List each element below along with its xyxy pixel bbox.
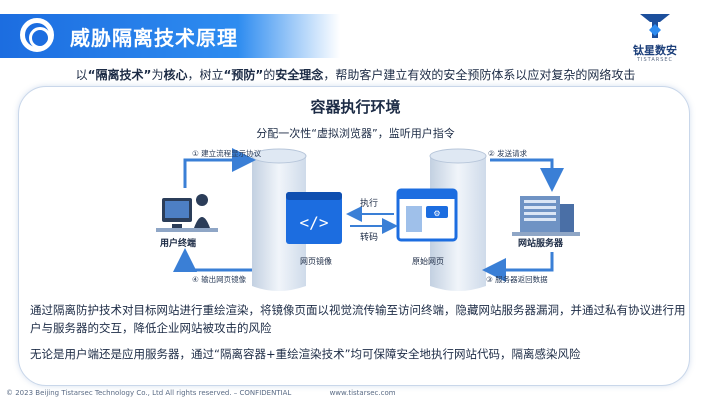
- user-terminal-label: 用户终端: [159, 237, 196, 249]
- user-terminal-icon: [156, 194, 218, 232]
- page-mirror-window: </>: [286, 192, 342, 244]
- page-title: 威胁隔离技术原理: [70, 26, 238, 50]
- ring-logo-icon: [20, 18, 54, 52]
- web-server-icon: [512, 196, 580, 236]
- tistarsec-logo-icon: [640, 14, 670, 38]
- isolation-container-right: [429, 148, 487, 291]
- gear-icon: ⚙: [433, 209, 440, 218]
- page-mirror-label: 网页镜像: [300, 256, 332, 266]
- intro-statement: 以“隔离技术”为核心，树立“预防”的安全理念，帮助客户建立有效的安全预防体系以应…: [75, 68, 636, 82]
- transcode-label: 转码: [360, 231, 378, 243]
- panel-subtitle: 分配一次性“虚拟浏览器”，监听用户指令: [256, 127, 455, 140]
- footer-copyright: © 2023 Beijing Tistarsec Technology Co.,…: [6, 389, 292, 397]
- execute-label: 执行: [360, 197, 378, 209]
- footer: © 2023 Beijing Tistarsec Technology Co.,…: [6, 389, 432, 397]
- panel-title: 容器执行环境: [310, 98, 401, 116]
- code-icon: </>: [300, 213, 329, 232]
- brand-name: 钛星数安: [633, 44, 677, 57]
- brand-subtitle: TISTARSEC: [636, 57, 674, 63]
- step-3-label: ③ 服务器返回数据: [486, 274, 548, 284]
- step-1-label: ① 建立流程显示协议: [192, 148, 262, 158]
- footer-url[interactable]: www.tistarsec.com: [329, 389, 396, 397]
- web-server-label: 网站服务器: [518, 237, 564, 249]
- step-2-label: ② 发送请求: [488, 148, 528, 158]
- original-page-window: ⚙: [396, 188, 458, 242]
- brand-logo: 钛星数安 TISTARSEC: [625, 10, 685, 63]
- description-paragraph-2: 无论是用户端还是应用服务器，通过“隔离容器+重绘渲染技术”均可保障安全地执行网站…: [30, 347, 581, 361]
- isolation-flow-diagram: </> ⚙ 执行 转码 用户终端 网站服务器 网页镜像 原始网页: [156, 148, 580, 291]
- description-paragraph-1: 通过隔离防护技术对目标网站进行重绘渲染，将镜像页面以视觉流传输至访问终端，隐藏网…: [30, 303, 686, 335]
- original-page-label: 原始网页: [412, 256, 444, 266]
- step-4-label: ④ 输出网页镜像: [192, 274, 247, 284]
- title-banner: [0, 14, 340, 58]
